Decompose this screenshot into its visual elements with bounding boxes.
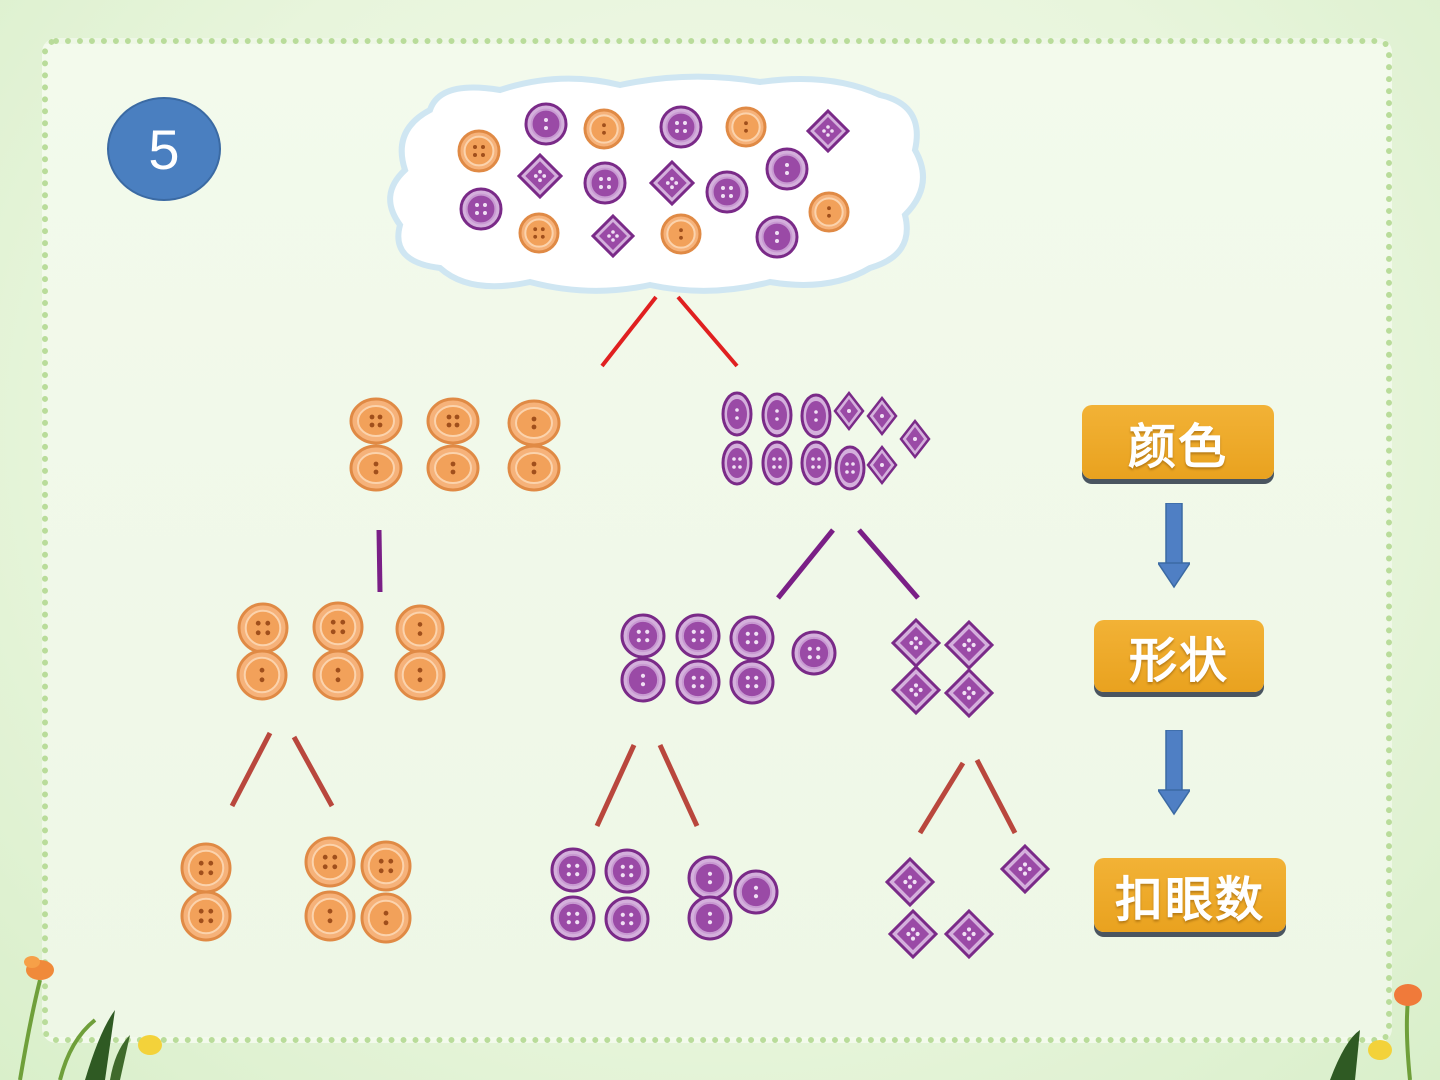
purple-round-button-icon [765,147,809,191]
purple-round-button-icon [733,869,779,915]
purple-round-button-icon [761,392,793,438]
purple-round-button-icon [675,659,721,705]
purple-diamond-button-icon [866,395,898,437]
branch-line [857,528,920,600]
purple-diamond-button-icon [943,667,995,719]
purple-diamond-button-icon [866,444,898,486]
orange-round-button-icon [180,842,232,894]
orange-round-button-icon [426,444,480,492]
purple-round-button-icon [705,170,749,214]
purple-diamond-button-icon [805,108,851,154]
step-holes-label: 扣眼数 [1094,858,1286,932]
orange-round-button-icon [312,601,364,653]
purple-diamond-button-icon [899,418,931,460]
purple-round-button-icon [620,657,666,703]
orange-round-button-icon [312,649,364,701]
orange-round-button-icon [583,108,625,150]
purple-round-button-icon [620,613,666,659]
purple-round-button-icon [729,659,775,705]
branch-line [917,761,966,835]
orange-round-button-icon [457,129,501,173]
flower-decoration-icon [1330,984,1422,1080]
branch-line [657,743,700,828]
purple-diamond-button-icon [943,908,995,960]
purple-diamond-button-icon [943,619,995,671]
down-arrow-icon [1158,503,1190,589]
purple-round-button-icon [800,440,832,486]
purple-diamond-button-icon [890,617,942,669]
orange-round-button-icon [349,397,403,445]
branch-line [229,731,273,808]
orange-round-button-icon [237,602,289,654]
branch-line [594,743,637,828]
orange-round-button-icon [507,444,561,492]
purple-round-button-icon [659,105,703,149]
orange-round-button-icon [180,890,232,942]
purple-diamond-button-icon [999,843,1051,895]
orange-round-button-icon [360,892,412,944]
orange-round-button-icon [808,191,850,233]
orange-round-button-icon [507,399,561,447]
purple-round-button-icon [791,630,837,676]
step-shape-label: 形状 [1094,620,1264,692]
branch-line [776,528,835,600]
branch-line [376,529,383,593]
purple-diamond-button-icon [887,908,939,960]
purple-round-button-icon [675,613,721,659]
orange-round-button-icon [304,836,356,888]
orange-round-button-icon [395,604,445,654]
purple-round-button-icon [687,895,733,941]
orange-round-button-icon [236,649,288,701]
orange-round-button-icon [518,212,560,254]
purple-diamond-button-icon [516,152,564,200]
orange-round-button-icon [660,213,702,255]
purple-round-button-icon [721,440,753,486]
orange-round-button-icon [725,106,767,148]
step-color-label: 颜色 [1082,405,1274,479]
purple-round-button-icon [604,848,650,894]
flower-decoration-icon [18,956,162,1080]
orange-round-button-icon [394,649,446,701]
purple-round-button-icon [524,102,568,146]
purple-round-button-icon [550,895,596,941]
branch-line [291,735,335,808]
branch-line [600,295,658,368]
purple-round-button-icon [834,445,866,491]
purple-diamond-button-icon [884,856,936,908]
purple-round-button-icon [550,847,596,893]
purple-round-button-icon [800,393,832,439]
purple-round-button-icon [604,896,650,942]
purple-round-button-icon [755,215,799,259]
purple-diamond-button-icon [648,159,696,207]
orange-round-button-icon [349,444,403,492]
purple-round-button-icon [761,440,793,486]
purple-round-button-icon [459,187,503,231]
purple-diamond-button-icon [833,390,865,432]
purple-round-button-icon [687,855,733,901]
orange-round-button-icon [304,890,356,942]
purple-diamond-button-icon [890,664,942,716]
purple-round-button-icon [583,161,627,205]
orange-round-button-icon [426,397,480,445]
purple-round-button-icon [721,391,753,437]
purple-round-button-icon [729,615,775,661]
branch-line [974,758,1018,835]
down-arrow-icon [1158,730,1190,816]
number-badge: 5 [107,97,221,201]
branch-line [676,295,739,368]
orange-round-button-icon [360,840,412,892]
purple-diamond-button-icon [590,213,636,259]
